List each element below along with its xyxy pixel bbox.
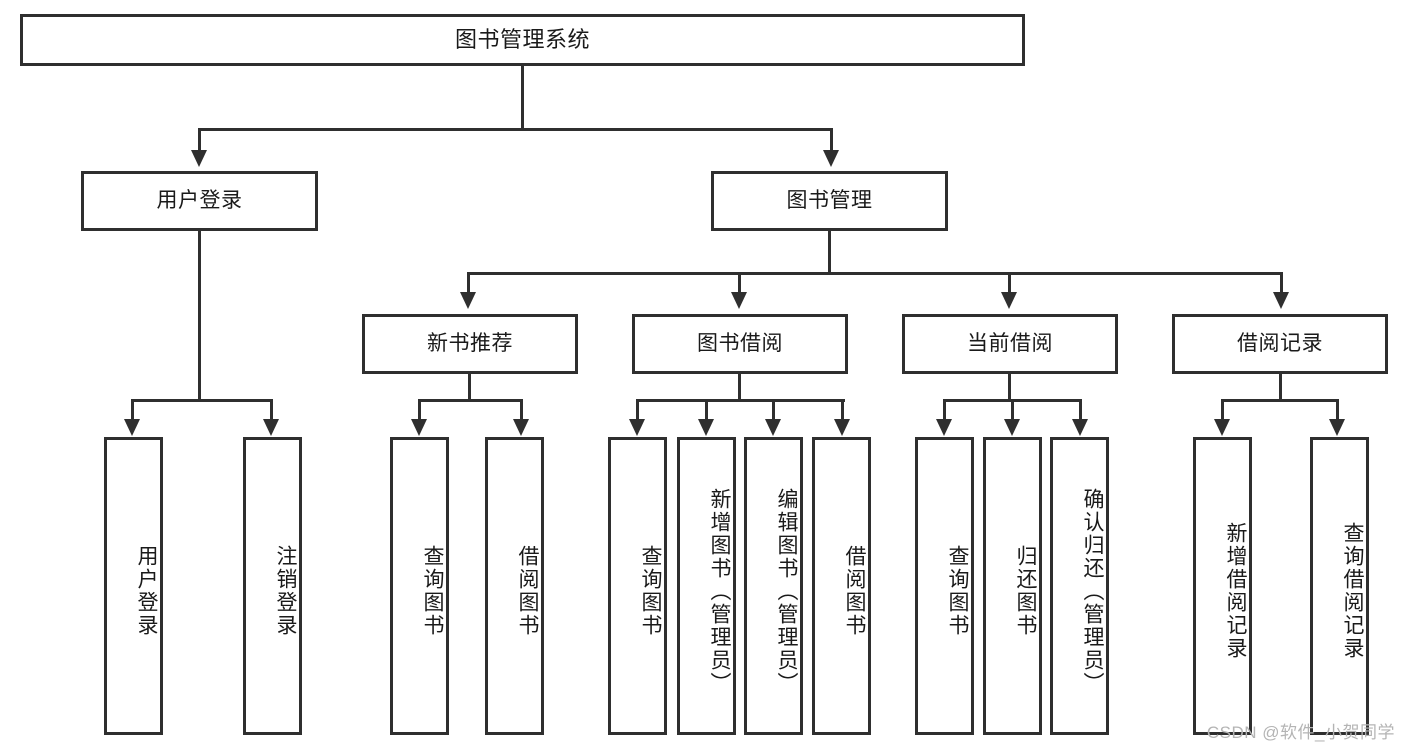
node-label: 当前借阅 bbox=[967, 332, 1053, 356]
arrowhead-book-borrow-to-leaf-2 bbox=[698, 419, 714, 436]
connector-new-book-bus bbox=[418, 399, 523, 402]
connector-bm-to-borrow-record bbox=[1280, 272, 1283, 294]
connector-user-login-to-leaf-1 bbox=[131, 399, 134, 421]
connector-bm-to-book-borrow bbox=[738, 272, 741, 294]
arrowhead-root-to-book-management bbox=[823, 150, 839, 167]
connector-book-borrow-stem bbox=[738, 374, 741, 402]
node-label: 用户登录 bbox=[135, 545, 158, 637]
connector-new-book-stem bbox=[468, 374, 471, 402]
node-user-login[interactable]: 用户登录 bbox=[81, 171, 318, 231]
arrowhead-root-to-user-login bbox=[191, 150, 207, 167]
connector-user-login-to-leaf-2 bbox=[270, 399, 273, 421]
connector-borrow-record-to-leaf-1 bbox=[1221, 399, 1224, 421]
node-label: 注销登录 bbox=[274, 545, 297, 637]
connector-book-borrow-to-leaf-1 bbox=[636, 399, 639, 421]
connector-root-bus bbox=[198, 128, 833, 131]
arrowhead-borrow-record-to-leaf-1 bbox=[1214, 419, 1230, 436]
arrowhead-current-borrow-to-leaf-1 bbox=[936, 419, 952, 436]
node-book-borrow[interactable]: 图书借阅 bbox=[632, 314, 848, 374]
node-label: 查询借阅记录 bbox=[1341, 522, 1364, 660]
connector-borrow-record-to-leaf-2 bbox=[1336, 399, 1339, 421]
node-label: 新增图书（管理员） bbox=[708, 487, 731, 695]
node-book-management[interactable]: 图书管理 bbox=[711, 171, 948, 231]
connector-borrow-record-stem bbox=[1279, 374, 1282, 402]
leaf-book-borrow-borrow-book[interactable]: 借阅图书 bbox=[812, 437, 871, 735]
node-root-book-management-system[interactable]: 图书管理系统 bbox=[20, 14, 1025, 66]
connector-current-borrow-to-leaf-1 bbox=[943, 399, 946, 421]
leaf-borrow-record-query-record[interactable]: 查询借阅记录 bbox=[1310, 437, 1369, 735]
connector-user-login-stem bbox=[198, 231, 201, 402]
connector-bm-to-new-book bbox=[467, 272, 470, 294]
connector-book-management-bus bbox=[467, 272, 1283, 275]
connector-current-borrow-to-leaf-3 bbox=[1079, 399, 1082, 421]
connector-current-borrow-to-leaf-2 bbox=[1011, 399, 1014, 421]
connector-root-stem bbox=[521, 66, 524, 131]
arrowhead-current-borrow-to-leaf-2 bbox=[1004, 419, 1020, 436]
connector-book-management-stem bbox=[828, 231, 831, 274]
node-label: 编辑图书（管理员） bbox=[775, 487, 798, 695]
arrowhead-book-borrow-to-leaf-4 bbox=[834, 419, 850, 436]
leaf-book-borrow-edit-book-admin[interactable]: 编辑图书（管理员） bbox=[744, 437, 803, 735]
connector-book-borrow-to-leaf-3 bbox=[772, 399, 775, 421]
arrowhead-new-book-to-leaf-1 bbox=[411, 419, 427, 436]
arrowhead-user-login-to-leaf-1 bbox=[124, 419, 140, 436]
arrowhead-user-login-to-leaf-2 bbox=[263, 419, 279, 436]
node-label: 用户登录 bbox=[156, 189, 243, 213]
connector-book-borrow-bus bbox=[636, 399, 845, 402]
node-current-borrow[interactable]: 当前借阅 bbox=[902, 314, 1118, 374]
node-label: 借阅记录 bbox=[1237, 332, 1323, 356]
node-label: 查询图书 bbox=[639, 545, 662, 637]
leaf-new-book-borrow-book[interactable]: 借阅图书 bbox=[485, 437, 544, 735]
node-label: 图书借阅 bbox=[697, 332, 783, 356]
leaf-borrow-record-add-record[interactable]: 新增借阅记录 bbox=[1193, 437, 1252, 735]
leaf-user-login-login[interactable]: 用户登录 bbox=[104, 437, 163, 735]
node-label: 借阅图书 bbox=[843, 545, 866, 637]
node-label: 图书管理 bbox=[786, 189, 873, 213]
node-label: 新书推荐 bbox=[427, 332, 513, 356]
connector-borrow-record-bus bbox=[1221, 399, 1339, 402]
leaf-book-borrow-query-book[interactable]: 查询图书 bbox=[608, 437, 667, 735]
watermark-text: CSDN @软件_小贺同学 bbox=[1206, 723, 1395, 742]
arrowhead-bm-to-new-book bbox=[460, 292, 476, 309]
connector-root-to-user-login bbox=[198, 128, 201, 154]
leaf-current-borrow-query-book[interactable]: 查询图书 bbox=[915, 437, 974, 735]
leaf-current-borrow-confirm-return-admin[interactable]: 确认归还（管理员） bbox=[1050, 437, 1109, 735]
connector-root-to-book-management bbox=[830, 128, 833, 154]
node-label: 图书管理系统 bbox=[454, 26, 590, 52]
connector-bm-to-current-borrow bbox=[1008, 272, 1011, 294]
connector-new-book-to-leaf-1 bbox=[418, 399, 421, 421]
node-new-book-recommend[interactable]: 新书推荐 bbox=[362, 314, 578, 374]
connector-user-login-bus bbox=[131, 399, 270, 402]
node-label: 查询图书 bbox=[421, 545, 444, 637]
node-label: 确认归还（管理员） bbox=[1081, 487, 1104, 695]
node-label: 归还图书 bbox=[1014, 545, 1037, 637]
arrowhead-borrow-record-to-leaf-2 bbox=[1329, 419, 1345, 436]
arrowhead-bm-to-borrow-record bbox=[1273, 292, 1289, 309]
arrowhead-bm-to-current-borrow bbox=[1001, 292, 1017, 309]
node-label: 查询图书 bbox=[946, 545, 969, 637]
node-borrow-record[interactable]: 借阅记录 bbox=[1172, 314, 1388, 374]
arrowhead-book-borrow-to-leaf-3 bbox=[765, 419, 781, 436]
node-label: 新增借阅记录 bbox=[1224, 522, 1247, 660]
arrowhead-current-borrow-to-leaf-3 bbox=[1072, 419, 1088, 436]
leaf-current-borrow-return-book[interactable]: 归还图书 bbox=[983, 437, 1042, 735]
arrowhead-new-book-to-leaf-2 bbox=[513, 419, 529, 436]
leaf-new-book-query-book[interactable]: 查询图书 bbox=[390, 437, 449, 735]
arrowhead-bm-to-book-borrow bbox=[731, 292, 747, 309]
node-label: 借阅图书 bbox=[516, 545, 539, 637]
leaf-book-borrow-add-book-admin[interactable]: 新增图书（管理员） bbox=[677, 437, 736, 735]
arrowhead-book-borrow-to-leaf-1 bbox=[629, 419, 645, 436]
connector-current-borrow-stem bbox=[1008, 374, 1011, 402]
connector-book-borrow-to-leaf-4 bbox=[841, 399, 844, 421]
leaf-user-login-logout[interactable]: 注销登录 bbox=[243, 437, 302, 735]
connector-book-borrow-to-leaf-2 bbox=[705, 399, 708, 421]
connector-new-book-to-leaf-2 bbox=[520, 399, 523, 421]
